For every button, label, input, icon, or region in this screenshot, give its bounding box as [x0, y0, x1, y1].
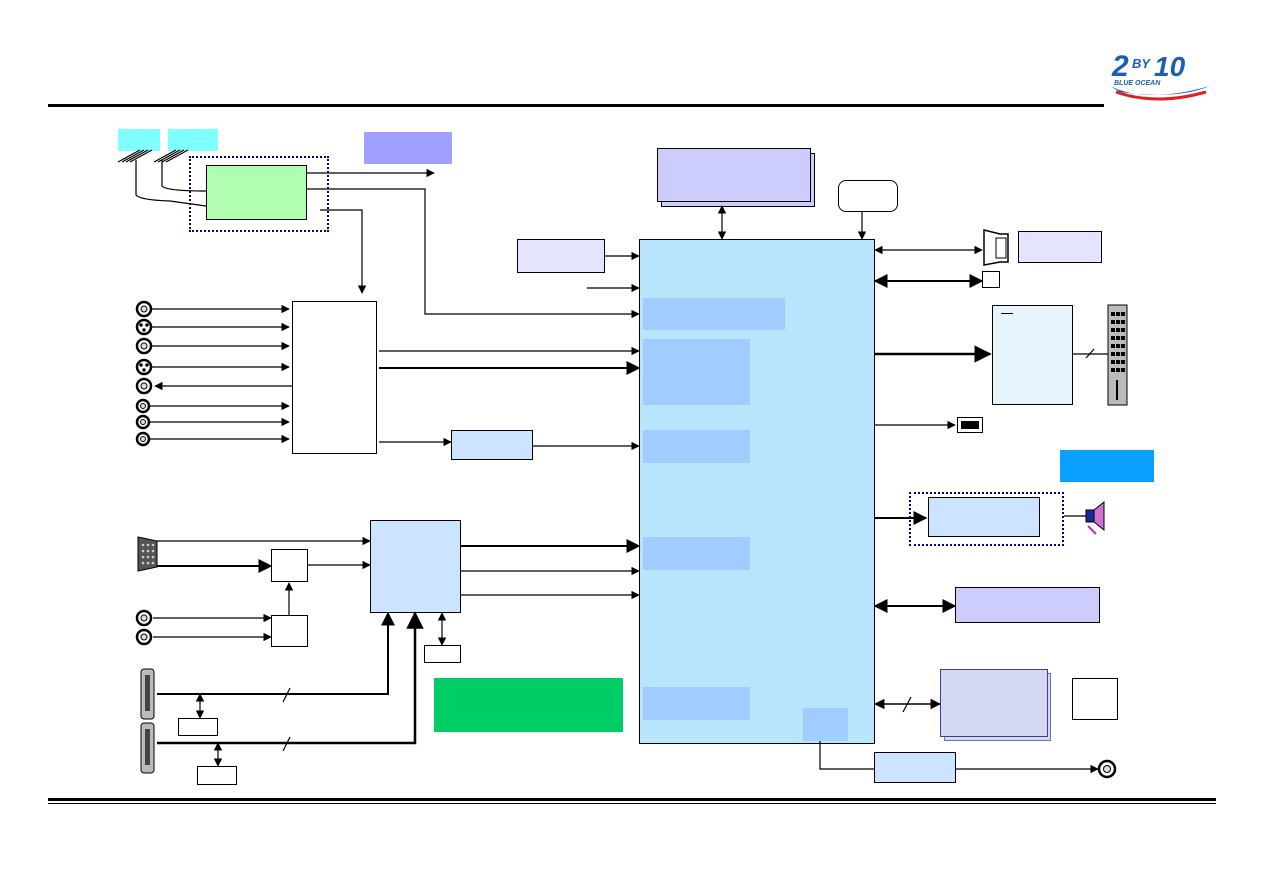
lvds-connector-icon: [1107, 304, 1128, 406]
soc-sub-memory-ctrl: [643, 687, 750, 720]
audio-amp-block: [928, 497, 1040, 537]
pc-audio-connector-icon: [135, 609, 153, 627]
crystal-block: [838, 180, 898, 212]
flash-block: [940, 669, 1048, 737]
clock-input-block: [517, 239, 605, 273]
soc-sub-audio: [643, 430, 750, 463]
audio-processor-block: [451, 430, 533, 460]
composite-connector-icon: [135, 337, 153, 355]
antenna-tag-2: [168, 129, 218, 151]
rf-connector-icon: [135, 300, 153, 318]
tuner-block: [206, 165, 307, 220]
tuner-group: [189, 156, 329, 232]
memory-block: [657, 148, 811, 202]
hdmi-connector-icon: [140, 668, 155, 720]
svg-text:2: 2: [1111, 50, 1129, 83]
rs232-connector-icon: [983, 229, 1009, 266]
av-out-connector-icon: [135, 377, 153, 395]
rs232-label-block: [1018, 231, 1102, 263]
svg-text:10: 10: [1154, 51, 1186, 82]
component-connector-icon: [135, 414, 151, 430]
vga-audio-block: [271, 615, 308, 647]
footer-rule-thick: [48, 798, 1216, 801]
led-inner: [961, 421, 979, 429]
spdif-out-connector-icon: [1097, 759, 1117, 779]
speaker-icon: [1085, 500, 1105, 535]
panel-mark: [1001, 313, 1013, 314]
header-rule: [48, 104, 1104, 107]
lcd-panel-block: [992, 305, 1073, 405]
tuner-section-label: [364, 132, 452, 164]
hdmi-receiver-block: [370, 520, 461, 613]
component-connector-icon: [135, 431, 151, 447]
antenna-icon: [117, 149, 189, 163]
svideo-connector-icon: [135, 318, 153, 336]
pc-audio-connector-icon: [135, 628, 153, 646]
svg-text:BY: BY: [1132, 56, 1151, 71]
component-connector-icon: [135, 398, 151, 414]
av-switch-block: [292, 301, 377, 454]
reset-block: [1072, 678, 1118, 720]
soc-sub-hdmi: [643, 537, 750, 570]
hdmi-connector-icon: [140, 722, 155, 774]
footer-rule-thin: [48, 803, 1216, 804]
soc-sub-video-decoder: [643, 339, 750, 405]
spdif-driver-block: [874, 752, 956, 783]
output-section-label: [1060, 450, 1154, 482]
soc-sub-spdif: [803, 708, 848, 741]
vga-connector-icon: [137, 536, 158, 572]
brand-logo: 2 BY 10 BLUE OCEAN: [1106, 46, 1216, 108]
svg-text:BLUE OCEAN: BLUE OCEAN: [1114, 80, 1161, 87]
soc-sub-ntsc: [643, 298, 785, 330]
antenna-tag-1: [118, 129, 160, 151]
notes-label: [434, 678, 623, 732]
svideo-connector-icon: [135, 358, 153, 376]
